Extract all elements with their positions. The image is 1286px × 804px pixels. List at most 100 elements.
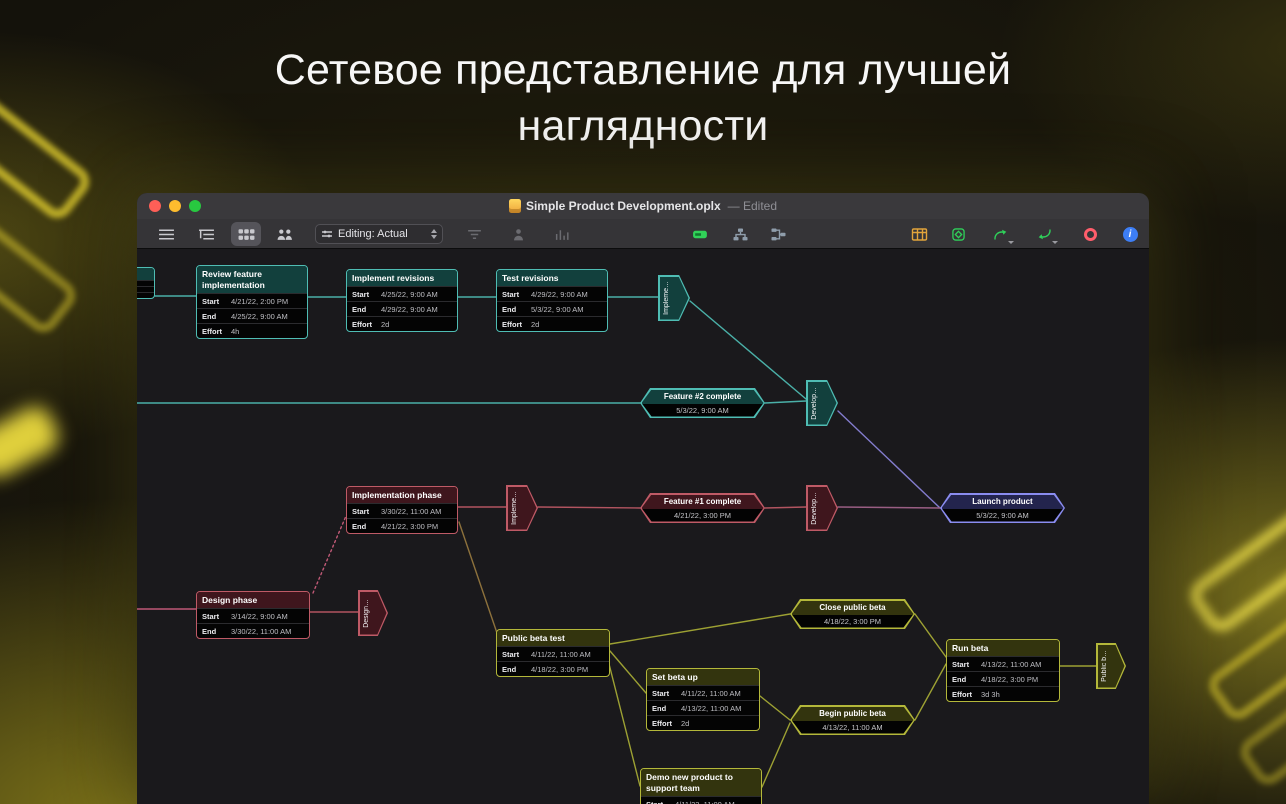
close-button[interactable] xyxy=(149,200,161,212)
milestone-date: 4/21/22, 3:00 PM xyxy=(642,509,764,522)
group-node-develop[interactable]: Develop… xyxy=(806,485,838,531)
edge-begin-public-beta-to-run-beta xyxy=(914,663,947,721)
field-label: Start xyxy=(502,649,520,659)
task-title: Design phase xyxy=(197,592,309,609)
field-label: Effort xyxy=(952,689,972,699)
field-value: 4/13/22, 11:00 AM xyxy=(981,659,1042,669)
field-value: 3/30/22, 11:00 AM xyxy=(231,626,292,636)
field-label: Start xyxy=(646,800,671,804)
filter-button[interactable] xyxy=(459,222,489,246)
view-outline-button[interactable] xyxy=(191,222,221,246)
group-node-impleme[interactable]: Impleme… xyxy=(506,485,538,531)
group-node-impleme[interactable]: Impleme… xyxy=(658,275,690,321)
field-value: 4/21/22, 2:00 PM xyxy=(231,296,289,306)
edge-implementation-group-2-to-feature-1-complete xyxy=(537,506,641,509)
decor-yellow-shape xyxy=(0,199,82,339)
view-resources-button[interactable] xyxy=(269,222,299,246)
task-title: Implementation phase xyxy=(347,487,457,504)
table-view-button[interactable] xyxy=(904,222,934,246)
toolbar: Editing: Actual xyxy=(137,219,1149,249)
minimize-button[interactable] xyxy=(169,200,181,212)
connections-in-button[interactable] xyxy=(725,222,755,246)
resource-leveling-button[interactable] xyxy=(685,222,715,246)
publish-button[interactable] xyxy=(985,222,1015,246)
milestone-date: 5/3/22, 9:00 AM xyxy=(942,509,1064,522)
dependency-edges xyxy=(137,295,1097,788)
edge-development-group-to-launch-product xyxy=(837,410,941,509)
assign-resource-button[interactable] xyxy=(503,222,533,246)
view-network-button[interactable] xyxy=(231,222,261,246)
update-button[interactable] xyxy=(1029,222,1059,246)
zoom-button[interactable] xyxy=(189,200,201,212)
milestone-title: Close public beta xyxy=(792,601,914,615)
group-label: Public b… xyxy=(1100,650,1108,682)
task-title: Set beta up xyxy=(647,669,759,686)
task-node-demo-new-product-to-support-team[interactable]: Demo new product to support teamStart4/1… xyxy=(640,768,762,804)
group-body: Develop… xyxy=(807,486,837,530)
editing-mode-dropdown[interactable]: Editing: Actual xyxy=(315,224,443,244)
group-label: Design… xyxy=(362,598,370,628)
field-value: 2d xyxy=(381,319,390,329)
effort-chart-button[interactable] xyxy=(547,222,577,246)
window-titlebar[interactable]: Simple Product Development.oplx — Edited xyxy=(137,193,1149,219)
task-node-node[interactable] xyxy=(137,267,155,299)
chevron-up-down-icon xyxy=(431,229,437,239)
field-label: Effort xyxy=(502,319,522,329)
traffic-lights xyxy=(149,200,201,212)
field-label: Start xyxy=(502,289,520,299)
status-milestones-button[interactable] xyxy=(943,222,973,246)
group-body: Impleme… xyxy=(507,486,537,530)
view-tasks-button[interactable] xyxy=(151,222,181,246)
critical-path-button[interactable] xyxy=(1075,222,1105,246)
group-node-develop[interactable]: Develop… xyxy=(806,380,838,426)
field-label: End xyxy=(502,664,517,674)
task-title: Run beta xyxy=(947,640,1059,657)
field-label: Start xyxy=(352,289,370,299)
edge-design-phase-to-implementation-phase xyxy=(312,515,347,594)
group-node-public-b[interactable]: Public b… xyxy=(1096,643,1126,689)
edge-implementation-group-to-development-group xyxy=(689,300,807,400)
document-icon xyxy=(508,199,521,213)
connections-out-button[interactable] xyxy=(763,222,793,246)
app-window: Simple Product Development.oplx — Edited… xyxy=(137,193,1149,804)
group-node-design[interactable]: Design… xyxy=(358,590,388,636)
field-value: 2d xyxy=(681,718,690,728)
field-label: End xyxy=(652,703,667,713)
edge-public-beta-test-to-demo-new-product xyxy=(606,655,641,787)
field-value: 5/3/22, 9:00 AM xyxy=(531,304,584,314)
critical-path-icon xyxy=(1083,227,1097,241)
edge-public-beta-test-to-close-public-beta xyxy=(609,613,791,645)
inspector-button[interactable]: i xyxy=(1115,222,1145,246)
field-label: End xyxy=(352,304,367,314)
group-body: Design… xyxy=(359,591,387,635)
milestone-title: Feature #2 complete xyxy=(642,390,764,404)
